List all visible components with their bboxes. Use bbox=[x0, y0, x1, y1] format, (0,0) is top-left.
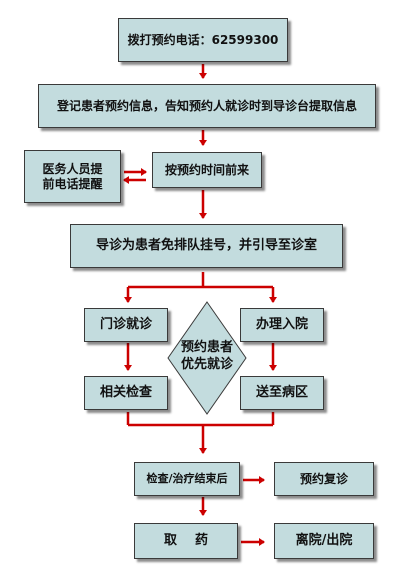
staff-remind-box: 医务人员提 前电话提醒 bbox=[24, 150, 121, 203]
priority-diamond bbox=[167, 301, 247, 415]
admission-label: 办理入院 bbox=[255, 316, 308, 332]
guide-label: 导诊为患者免排队挂号，并引导至诊室 bbox=[95, 237, 317, 253]
priority-line1: 预约患者 bbox=[180, 340, 233, 355]
guide-box: 导诊为患者免排队挂号，并引导至诊室 bbox=[70, 224, 343, 268]
after-treatment-label: 检查/治疗结束后 bbox=[146, 472, 228, 486]
call-label: 拨打预约电话：62599300 bbox=[127, 32, 279, 47]
discharge-label: 离院/出院 bbox=[295, 532, 353, 548]
staff-remind-line2: 前电话提醒 bbox=[42, 176, 103, 191]
medicine-box: 取 药 bbox=[134, 523, 238, 559]
call-box: 拨打预约电话：62599300 bbox=[118, 18, 288, 62]
discharge-box: 离院/出院 bbox=[274, 523, 374, 559]
staff-remind-line1: 医务人员提 bbox=[42, 161, 103, 176]
followup-label: 预约复诊 bbox=[299, 471, 348, 486]
outpatient-box: 门诊就诊 bbox=[84, 308, 168, 342]
arrive-box: 按预约时间前来 bbox=[152, 152, 262, 188]
after-treatment-box: 检查/治疗结束后 bbox=[134, 462, 240, 496]
ward-label: 送至病区 bbox=[255, 384, 308, 400]
medicine-label: 取 药 bbox=[163, 532, 209, 548]
register-label: 登记患者预约信息，告知预约人就诊时到导诊台提取信息 bbox=[56, 98, 357, 113]
outpatient-label: 门诊就诊 bbox=[99, 316, 152, 332]
priority-label: 预约患者 优先就诊 bbox=[168, 340, 246, 374]
ward-box: 送至病区 bbox=[240, 376, 324, 410]
priority-line2: 优先就诊 bbox=[180, 356, 233, 372]
register-box: 登记患者预约信息，告知预约人就诊时到导诊台提取信息 bbox=[38, 84, 376, 128]
arrive-label: 按预约时间前来 bbox=[164, 162, 249, 177]
followup-box: 预约复诊 bbox=[274, 462, 374, 496]
exams-box: 相关检查 bbox=[84, 376, 168, 410]
admission-box: 办理入院 bbox=[240, 308, 324, 342]
exams-label: 相关检查 bbox=[99, 384, 152, 400]
